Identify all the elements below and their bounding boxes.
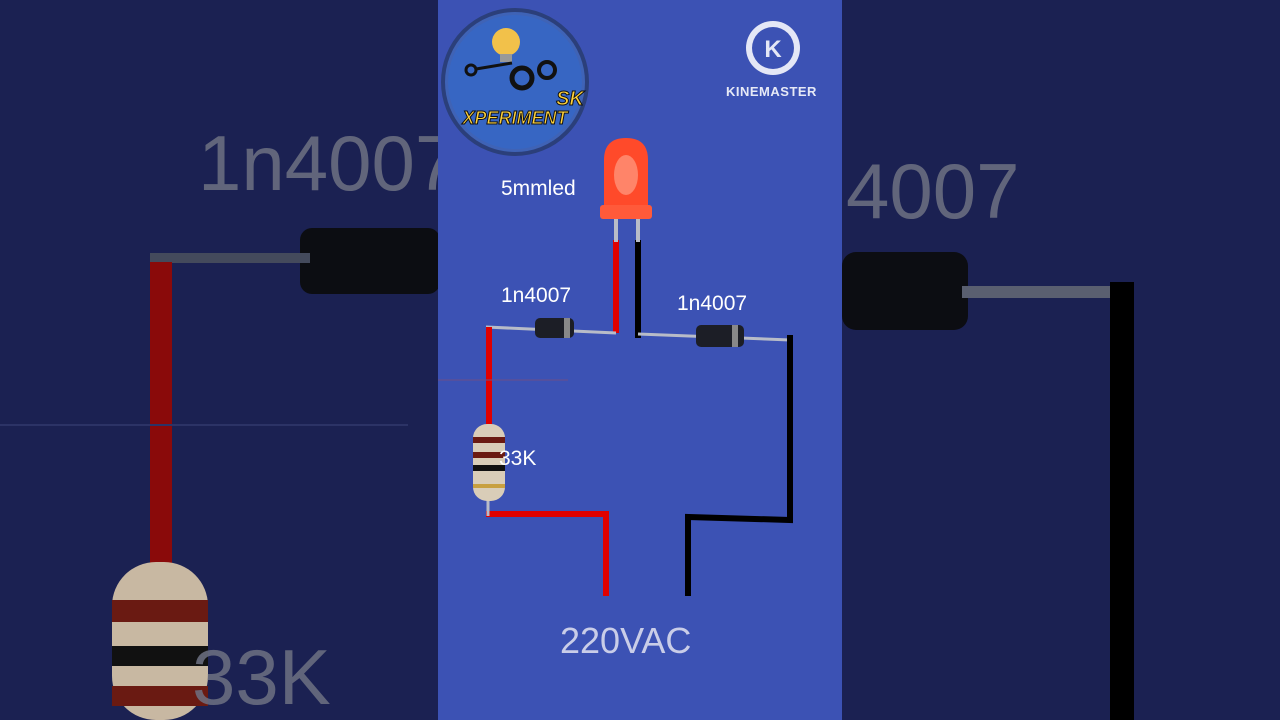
gear-icon [537, 60, 557, 80]
background-left: 1n4007 33K [0, 0, 438, 720]
diode-left-label: 1n4007 [501, 284, 572, 307]
background-left-art [0, 228, 438, 720]
diode-right-label: 1n4007 [677, 292, 748, 315]
bg-diode-lead [150, 253, 310, 263]
resistor-33k [473, 424, 505, 516]
sk-xperiment-logo [441, 8, 589, 156]
kinemaster-letter: K [764, 36, 782, 63]
background-right: 4007 [842, 0, 1280, 720]
lightbulb-icon [492, 28, 520, 56]
neutral-wire [685, 335, 793, 596]
kinemaster-watermark: KINEMASTER [726, 84, 817, 99]
bg-label-1n4007: 1n4007 [198, 119, 438, 207]
logo-line1: SK [556, 88, 585, 110]
key-icon [464, 63, 478, 77]
bg-red-wire [150, 262, 172, 572]
live-wire [486, 511, 609, 596]
bg-diode-lead [962, 286, 1112, 298]
bg-black-wire [1110, 282, 1134, 720]
background-right-art [842, 252, 1134, 720]
bg-diode-body [842, 252, 968, 330]
kinemaster-logo-icon: K [746, 21, 800, 75]
bg-label-33k: 33K [192, 633, 331, 720]
resistor-label: 33K [499, 447, 537, 470]
diode-right [696, 325, 744, 347]
bg-diode-body [300, 228, 438, 294]
video-panel: SK XPERIMENT K [438, 0, 842, 720]
led-5mm [600, 138, 652, 242]
circuit-diagram: SK XPERIMENT K [438, 8, 800, 596]
diode-left [535, 318, 574, 338]
bg-label-4007: 4007 [846, 147, 1020, 235]
logo-line2: XPERIMENT [461, 108, 569, 128]
led-label: 5mmled [501, 177, 576, 200]
gear-icon [509, 65, 535, 91]
source-voltage-label: 220VAC [560, 620, 692, 661]
